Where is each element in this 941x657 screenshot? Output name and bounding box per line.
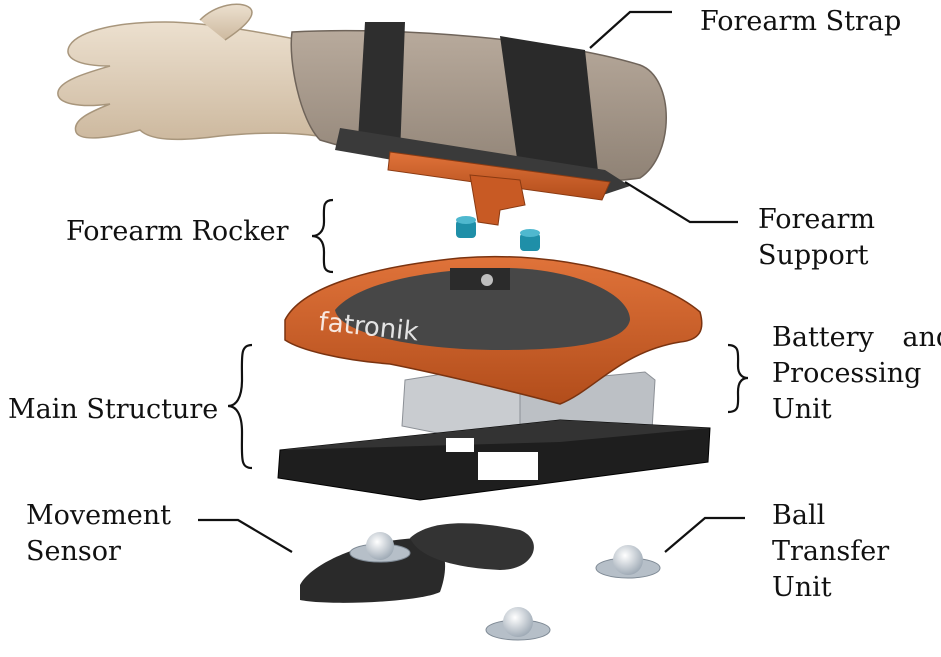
movement-sensor	[300, 523, 534, 603]
label-line: Support	[758, 240, 869, 271]
label-movement-sensor: Movement Sensor	[26, 498, 171, 570]
label-line: Ball	[772, 500, 826, 531]
label-line: Forearm	[758, 204, 876, 235]
label-line: Unit	[772, 572, 832, 603]
label-line: Main Structure	[8, 394, 219, 425]
forearm-strap	[358, 22, 600, 190]
label-ball-transfer-unit: Ball Transfer Unit	[772, 498, 889, 606]
leader-lines	[198, 10, 749, 553]
main-structure-base	[277, 419, 711, 501]
label-line: Forearm Strap	[700, 6, 902, 37]
label-battery-processing-unit: Battery and Processing Unit	[772, 320, 941, 428]
label-forearm-strap: Forearm Strap	[700, 4, 901, 40]
hand	[57, 3, 319, 141]
label-line: Processing	[772, 358, 922, 389]
forearm-support	[335, 128, 630, 226]
ball-transfer-units	[349, 532, 661, 641]
top-platform: fatronik	[284, 255, 703, 405]
label-line: Battery and	[772, 322, 941, 353]
label-forearm-support: Forearm Support	[758, 202, 875, 274]
label-forearm-rocker: Forearm Rocker	[66, 214, 289, 250]
label-line: Sensor	[26, 536, 121, 567]
label-line: Forearm Rocker	[66, 216, 289, 247]
label-main-structure: Main Structure	[8, 392, 218, 428]
label-line: Unit	[772, 394, 832, 425]
forearm-rocker-pegs	[456, 216, 540, 251]
label-line: Movement	[26, 500, 171, 531]
label-line: Transfer	[772, 536, 890, 567]
